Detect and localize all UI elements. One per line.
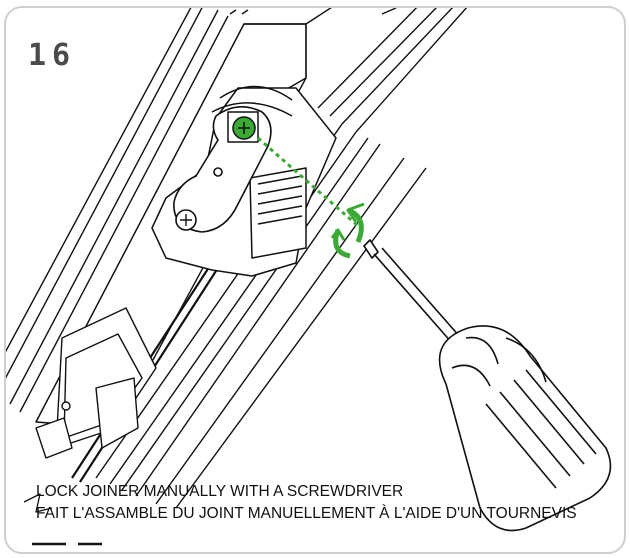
instruction-french: FAIT L'ASSAMBLE DU JOINT MANUELLEMENT À … [36, 505, 577, 522]
instruction-panel: 16 LOCK JOINER MANUALLY WITH A SCREWDRIV… [4, 6, 626, 554]
rotate-arrow-icon [330, 202, 365, 259]
step-number: 16 [28, 38, 77, 73]
lower-bracket [35, 307, 157, 459]
guide-line [257, 136, 359, 228]
screwdriver-icon [363, 239, 612, 532]
screw-icon [227, 111, 259, 143]
instruction-caption: LOCK JOINER MANUALLY WITH A SCREWDRIVER … [36, 482, 596, 522]
assembly-illustration [6, 8, 612, 546]
instruction-english: LOCK JOINER MANUALLY WITH A SCREWDRIVER [36, 483, 404, 500]
